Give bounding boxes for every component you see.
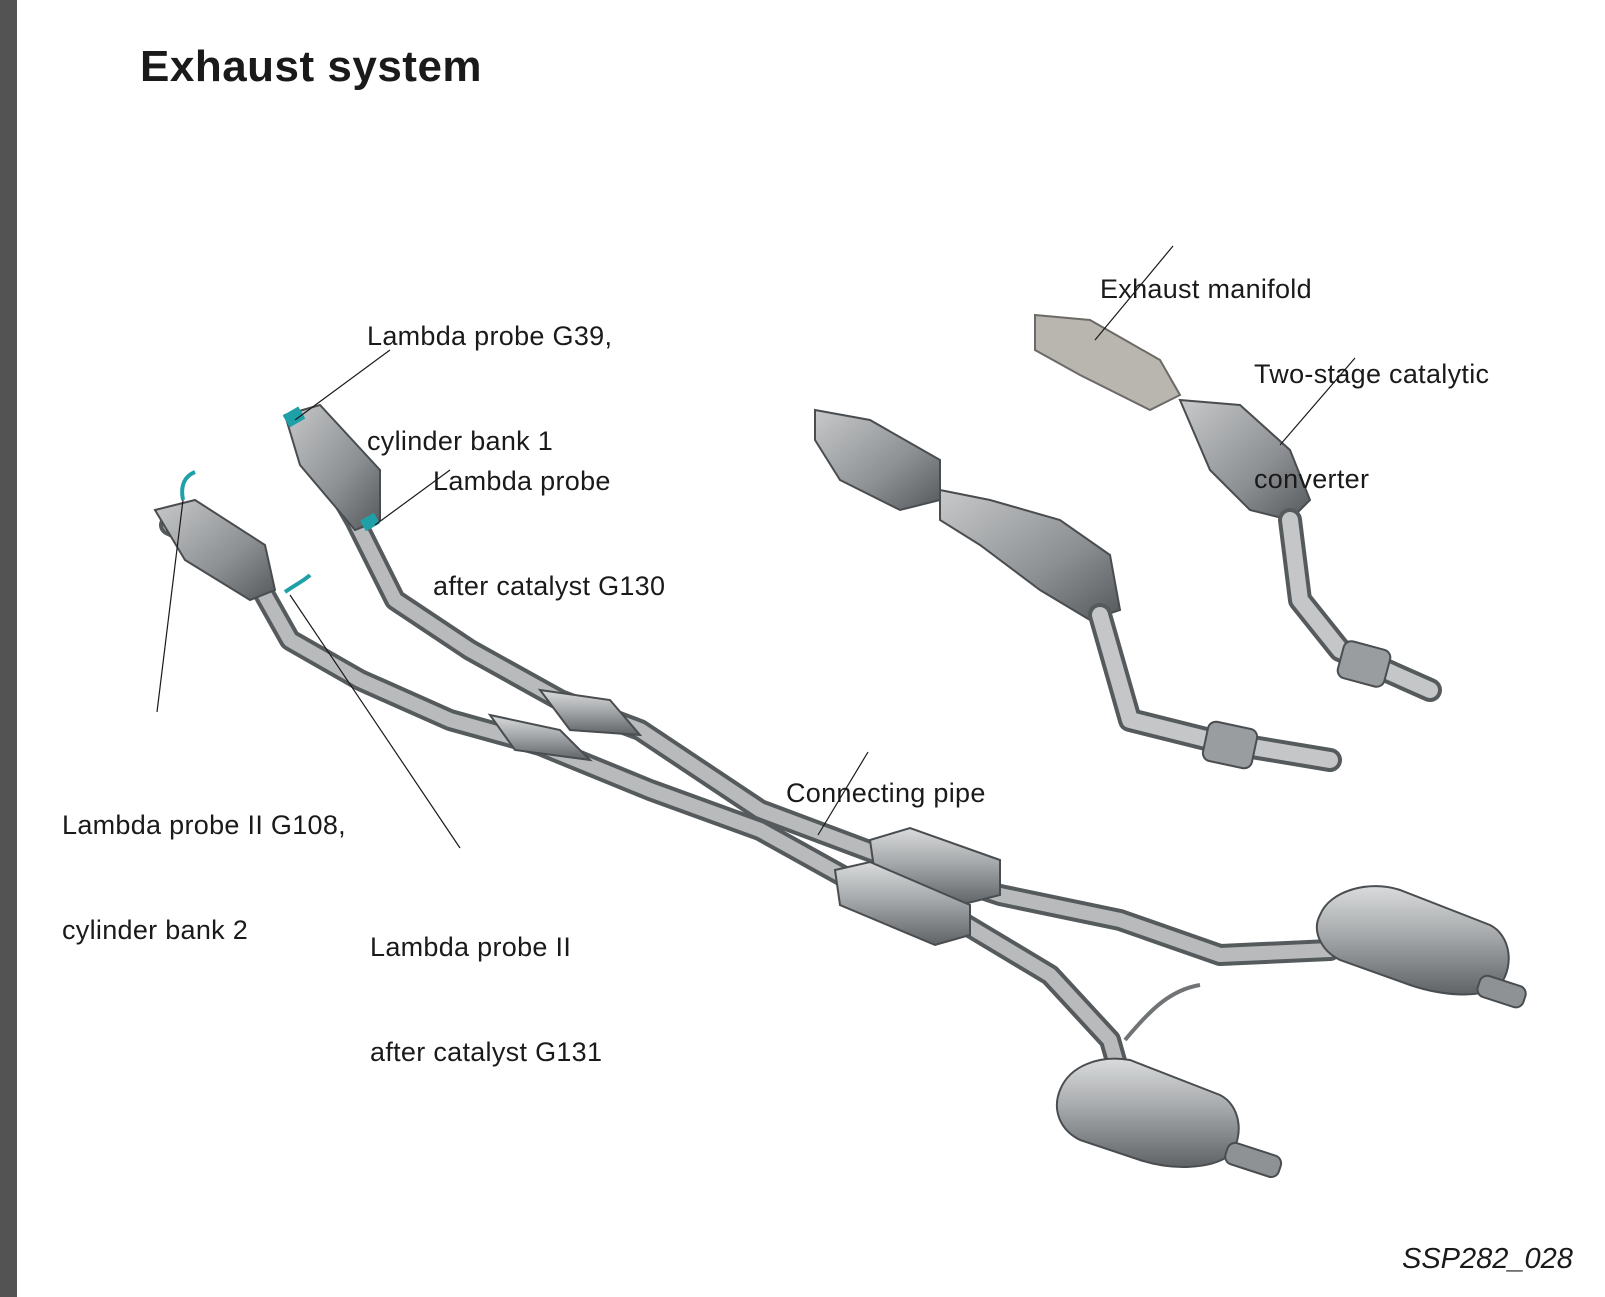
label-line: Two-stage catalytic xyxy=(1254,359,1490,389)
leader-g130 xyxy=(374,469,451,526)
label-line: cylinder bank 2 xyxy=(62,915,249,945)
catalyst-bank2 xyxy=(153,498,277,602)
catalyst-bank1 xyxy=(283,403,381,532)
label-lambda-probe-g108: Lambda probe II G108, cylinder bank 2 xyxy=(62,738,346,983)
label-line: Lambda probe II xyxy=(370,932,572,962)
label-line: converter xyxy=(1254,464,1370,494)
center-muffler-2 xyxy=(487,713,593,762)
leader-exhaust-manifold xyxy=(1094,245,1174,341)
rear-muffler-right xyxy=(1315,885,1527,1009)
label-line: Lambda probe xyxy=(433,466,611,496)
bank1-pipe xyxy=(289,414,1341,966)
leader-g131 xyxy=(289,594,461,849)
label-two-stage-catalytic-converter: Two-stage catalytic converter xyxy=(1254,287,1489,532)
leader-g39 xyxy=(294,349,391,421)
label-line: after catalyst G131 xyxy=(370,1037,603,1067)
rear-muffler-left xyxy=(1055,1057,1283,1179)
figure-id: SSP282_028 xyxy=(1402,1243,1573,1275)
manifold-assembly-front xyxy=(814,408,1342,772)
label-line: after catalyst G130 xyxy=(433,571,666,601)
probe-g131-marker xyxy=(283,573,312,594)
label-connecting-pipe: Connecting pipe xyxy=(786,706,986,846)
middle-muffler-lower xyxy=(833,860,971,947)
probe-g108-marker xyxy=(180,470,196,501)
manifold-assembly-rear xyxy=(1034,313,1442,702)
probe-g130-marker xyxy=(360,512,380,532)
label-exhaust-manifold: Exhaust manifold xyxy=(1100,202,1312,342)
page-title: Exhaust system xyxy=(140,42,483,91)
leader-lines xyxy=(156,245,1356,849)
label-line: Connecting pipe xyxy=(786,778,986,808)
label-lambda-probe-g39: Lambda probe G39, cylinder bank 1 xyxy=(367,249,612,494)
label-lambda-probe-g130: Lambda probe after catalyst G130 xyxy=(433,394,665,639)
leader-two-stage-catalytic xyxy=(1279,357,1356,446)
lambda-probe-markers xyxy=(180,406,380,594)
rear-connector-cable xyxy=(1123,983,1201,1042)
label-line: cylinder bank 1 xyxy=(367,426,554,456)
label-line: Exhaust manifold xyxy=(1100,274,1312,304)
leader-g108 xyxy=(156,499,184,713)
label-lambda-probe-g131: Lambda probe II after catalyst G131 xyxy=(370,860,602,1105)
page-side-bar xyxy=(0,0,17,1297)
center-muffler-1 xyxy=(537,688,643,737)
leader-connecting-pipe xyxy=(817,751,869,836)
bank2-pipe xyxy=(159,514,1131,1086)
probe-g39-marker xyxy=(282,406,306,428)
label-line: Lambda probe II G108, xyxy=(62,810,346,840)
label-line: Lambda probe G39, xyxy=(367,321,613,351)
